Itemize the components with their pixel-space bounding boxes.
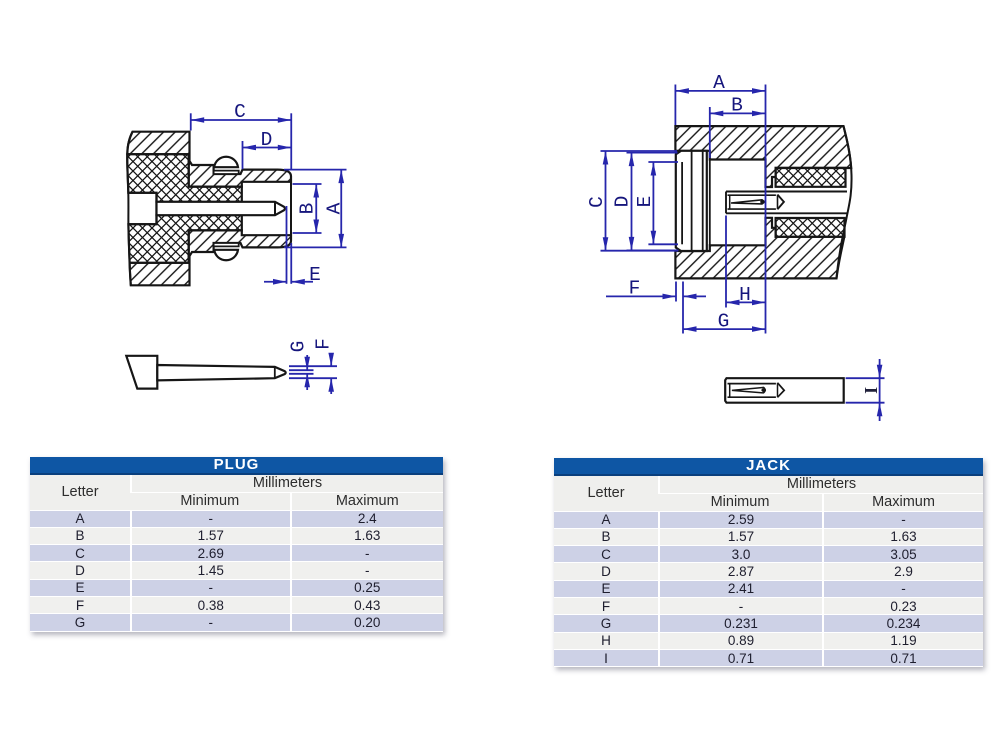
svg-text:C: C <box>586 196 608 208</box>
svg-text:F: F <box>313 338 335 350</box>
svg-text:H: H <box>739 284 751 306</box>
svg-text:E: E <box>634 196 656 208</box>
svg-text:A: A <box>713 72 725 94</box>
svg-text:G: G <box>288 341 310 353</box>
svg-text:A: A <box>323 202 345 214</box>
svg-text:D: D <box>261 129 273 151</box>
svg-text:I: I <box>861 387 881 394</box>
svg-text:E: E <box>309 264 321 286</box>
svg-text:G: G <box>718 311 730 333</box>
svg-text:F: F <box>629 278 641 300</box>
svg-text:C: C <box>234 101 246 123</box>
svg-text:B: B <box>297 203 319 215</box>
svg-text:B: B <box>731 95 743 117</box>
svg-text:D: D <box>612 196 634 208</box>
